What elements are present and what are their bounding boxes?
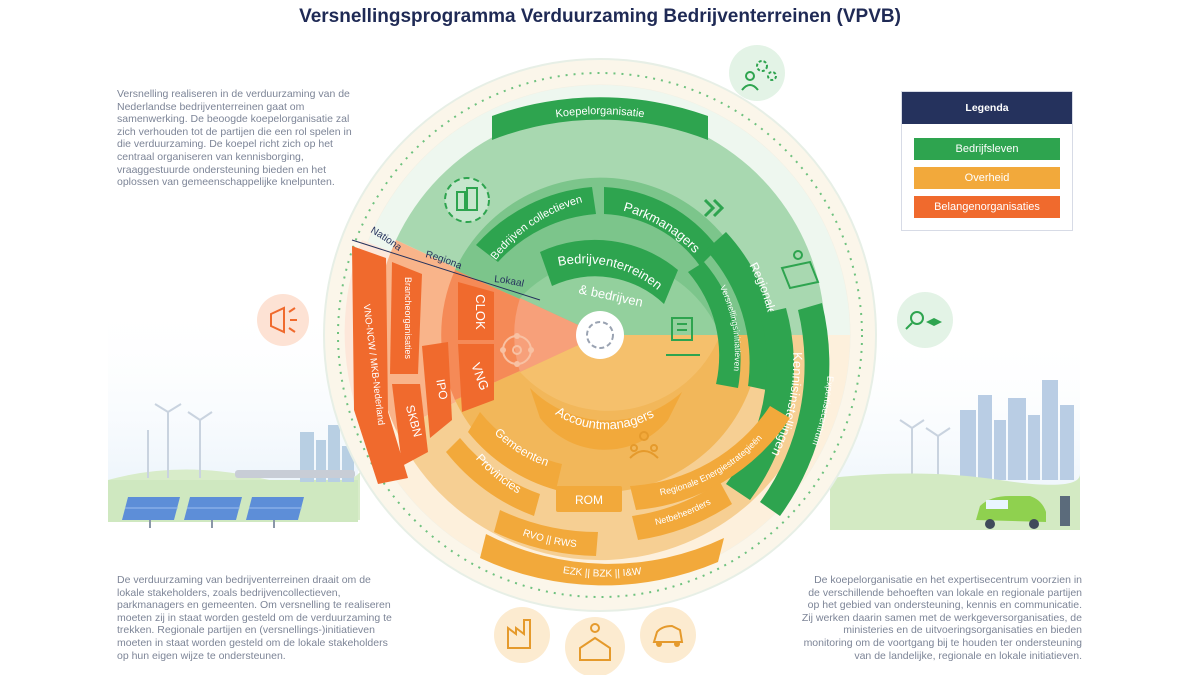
magnifier-graduation-icon — [897, 292, 953, 348]
res-bar — [630, 406, 790, 510]
recycle-icon — [586, 321, 614, 349]
kennisinstellingen-bar — [726, 308, 795, 500]
landscape-left — [108, 300, 360, 528]
ipo-label: IPO — [433, 378, 450, 401]
ezk-label: EZK || BZK || I&W — [562, 565, 643, 579]
office-building-icon — [666, 317, 700, 356]
clok-label: CLOK — [473, 294, 488, 330]
network-icon — [500, 333, 534, 367]
legend-title: Legenda — [902, 92, 1072, 124]
skbn-bar — [392, 384, 428, 466]
bedrijventerreinen-bar — [540, 239, 678, 304]
rom-bar — [556, 486, 622, 512]
people-gears-icon — [729, 45, 785, 101]
legend-item-overheid: Overheid — [914, 167, 1060, 189]
ipo-bar — [422, 342, 452, 438]
clok-bar — [458, 282, 494, 340]
intro-paragraph: Versnelling realiseren in de verduurzami… — [117, 88, 352, 189]
rom-label: ROM — [575, 493, 603, 507]
bedrijven-collectieven-bar — [476, 187, 596, 262]
building-icon — [444, 177, 490, 223]
solar-panels — [122, 497, 304, 528]
regionale-aanpakken-bar — [706, 232, 778, 392]
landscape-right — [830, 330, 1080, 530]
svg-text:EZK || BZK || I&W: EZK || BZK || I&W — [562, 565, 643, 579]
electric-car-icon — [640, 607, 696, 663]
electric-car — [976, 496, 1070, 529]
center-logo — [576, 311, 624, 359]
parkmanagers-bar — [604, 187, 718, 266]
megaphone-icon — [257, 294, 309, 346]
solar-house-icon — [565, 617, 625, 675]
double-chevron-icon — [703, 198, 725, 218]
vno-bar — [352, 246, 408, 484]
provincies-bar — [446, 438, 540, 516]
ezk-bar — [480, 534, 724, 586]
local-stakeholders-paragraph: De verduurzaming van bedrijventerreinen … — [117, 574, 392, 662]
expertisecentrum-bar — [760, 303, 830, 516]
netbeheerders-bar — [632, 482, 732, 540]
legend: Legenda Bedrijfsleven Overheid Belangeno… — [901, 91, 1073, 231]
map-pin-icon — [780, 250, 820, 290]
gemeenten-bar — [468, 412, 562, 490]
vng-bar — [458, 344, 494, 412]
legend-item-bedrijfsleven: Bedrijfsleven — [914, 138, 1060, 160]
factory-icon — [494, 607, 550, 663]
versnellingsinitiatieven-bar — [688, 262, 741, 388]
branche-label: Brancheorganisaties — [403, 277, 413, 360]
koepel-bar — [492, 97, 708, 140]
page-title: Versnellingsprogramma Verduurzaming Bedr… — [299, 6, 901, 27]
koepel-paragraph: De koepelorganisatie en het expertisecen… — [801, 574, 1082, 662]
accountmanagers-bar — [530, 388, 682, 450]
branche-bar — [390, 262, 422, 374]
rvo-rws-bar — [494, 510, 598, 556]
people-group-icon — [629, 431, 659, 459]
legend-item-belangenorganisaties: Belangenorganisaties — [914, 196, 1060, 218]
